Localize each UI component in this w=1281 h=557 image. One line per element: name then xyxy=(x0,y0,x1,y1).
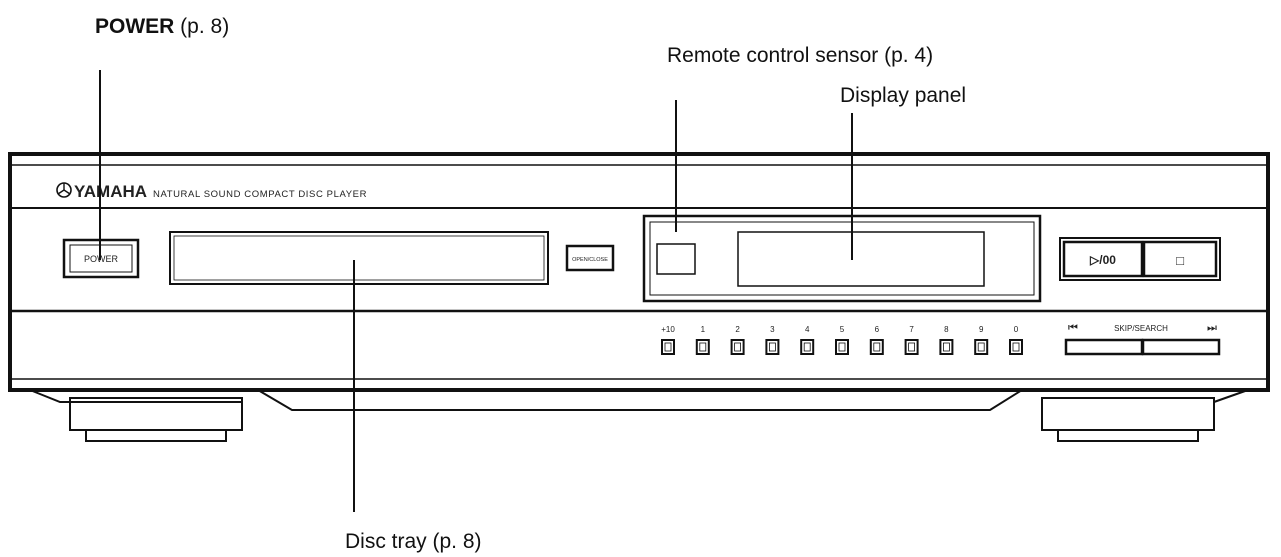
power-callout-bold: POWER xyxy=(95,15,174,38)
number-key-label-9: 9 xyxy=(979,325,984,334)
number-key-label-plus10: +10 xyxy=(661,325,675,334)
number-key-face xyxy=(873,342,881,352)
number-key-label-3: 3 xyxy=(770,325,775,334)
play-pause-button[interactable]: ▷/00 xyxy=(1062,240,1144,278)
remote-sensor-callout: Remote control sensor (p. 4) xyxy=(667,44,933,67)
number-key-plus10[interactable] xyxy=(661,339,675,355)
number-key-2[interactable] xyxy=(730,339,745,355)
display-panel-callout: Display panel xyxy=(840,84,966,107)
right-foot xyxy=(1041,397,1215,442)
brand-text: YAMAHA xyxy=(74,182,147,201)
display-panel xyxy=(737,231,985,287)
number-key-face xyxy=(943,342,950,352)
open-close-button[interactable]: OPEN/CLOSE xyxy=(565,244,615,272)
number-key-face xyxy=(908,342,915,352)
skip-forward-button[interactable] xyxy=(1141,338,1221,356)
number-key-face xyxy=(1012,342,1020,352)
yamaha-logo: YAMAHA xyxy=(56,182,147,201)
number-key-label-6: 6 xyxy=(875,325,880,334)
remote-sensor xyxy=(656,243,696,275)
number-key-0[interactable] xyxy=(1009,339,1023,355)
transport-buttons: ▷/00 □ xyxy=(1059,237,1221,281)
number-key-face xyxy=(803,342,811,352)
number-key-label-5: 5 xyxy=(840,325,845,334)
number-key-face xyxy=(734,342,741,352)
number-key-face xyxy=(977,342,985,352)
skip-search-group: ⏮ SKIP/SEARCH ⏭ xyxy=(1064,322,1221,356)
number-key-face xyxy=(699,342,707,352)
number-key-9[interactable] xyxy=(974,339,989,355)
display-window xyxy=(642,214,1042,303)
power-button-label: POWER xyxy=(84,254,119,264)
play-pause-icon: ▷/00 xyxy=(1089,253,1116,267)
skip-back-icon: ⏮ xyxy=(1068,322,1078,334)
number-key-5[interactable] xyxy=(835,339,849,355)
number-keypad: +10 1 2 3 4 5 6 7 8 9 0 xyxy=(661,325,1023,355)
skip-search-label: SKIP/SEARCH xyxy=(1114,324,1168,333)
number-key-label-2: 2 xyxy=(735,325,740,334)
number-key-label-0: 0 xyxy=(1014,325,1019,334)
power-callout: POWER (p. 8) xyxy=(95,15,229,38)
number-key-7[interactable] xyxy=(904,339,919,355)
number-key-face xyxy=(769,342,776,352)
model-line-text: NATURAL SOUND COMPACT DISC PLAYER xyxy=(153,189,367,200)
number-key-label-1: 1 xyxy=(701,325,706,334)
stop-icon: □ xyxy=(1176,253,1184,268)
left-foot xyxy=(69,397,243,442)
disc-tray[interactable] xyxy=(169,231,549,285)
disc-tray-callout: Disc tray (p. 8) xyxy=(345,530,482,553)
power-callout-rest: (p. 8) xyxy=(174,15,229,38)
number-key-8[interactable] xyxy=(939,339,954,355)
open-close-label: OPEN/CLOSE xyxy=(572,257,608,263)
number-key-label-7: 7 xyxy=(909,325,914,334)
number-key-3[interactable] xyxy=(765,339,780,355)
number-key-1[interactable] xyxy=(695,339,710,355)
number-key-4[interactable] xyxy=(800,339,815,355)
number-key-label-8: 8 xyxy=(944,325,949,334)
number-key-label-4: 4 xyxy=(805,325,810,334)
skip-forward-icon: ⏭ xyxy=(1207,322,1217,334)
stop-button[interactable]: □ xyxy=(1142,240,1218,278)
skip-back-button[interactable] xyxy=(1064,338,1144,356)
number-key-6[interactable] xyxy=(869,339,884,355)
number-key-face xyxy=(664,342,672,352)
number-key-face xyxy=(838,342,846,352)
